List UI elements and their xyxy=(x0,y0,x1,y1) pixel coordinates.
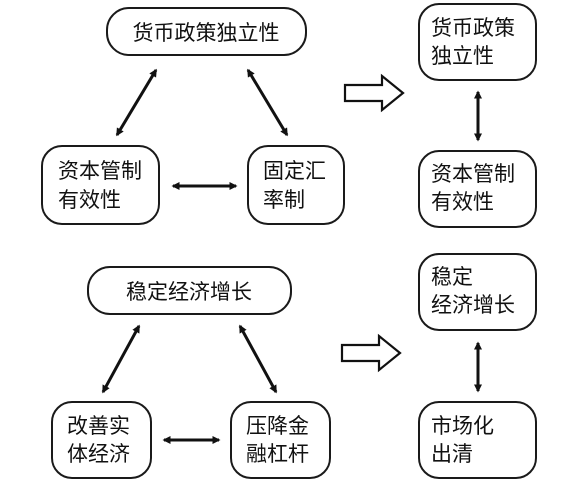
monetary-independence-label: 货币政策独立性 xyxy=(133,21,280,45)
bottom-right-pair: 稳定 经济增长 市场化 出清 xyxy=(418,253,537,479)
real-economy-label-line1: 改善实 xyxy=(67,414,130,438)
stable-growth-right-line2: 经济增长 xyxy=(431,293,515,317)
fixed-exchange-rate-label-line1: 固定汇 xyxy=(263,159,326,183)
top-right-pair: 货币政策 独立性 资本管制 有效性 xyxy=(418,3,537,228)
stable-growth-box xyxy=(87,266,292,315)
arrow-growth-deleverage xyxy=(238,324,278,394)
real-economy-label-line2: 体经济 xyxy=(67,442,130,466)
capital-control-right-line2: 有效性 xyxy=(431,190,494,214)
arrow-monetary-fixed-rate xyxy=(246,68,289,137)
stable-growth-label: 稳定经济增长 xyxy=(126,280,252,304)
market-clearing-label-line2: 出清 xyxy=(431,442,473,466)
transition-arrow-bottom xyxy=(340,333,402,373)
market-clearing-box xyxy=(418,401,537,479)
stable-growth-right-line1: 稳定 xyxy=(431,265,473,289)
capital-control-right-line1: 资本管制 xyxy=(431,162,515,186)
arrow-growth-real-economy xyxy=(101,324,141,394)
monetary-independence-box-right xyxy=(418,3,537,81)
capital-control-box-right xyxy=(418,150,537,228)
deleverage-box xyxy=(230,401,331,479)
monetary-independence-right-line1: 货币政策 xyxy=(431,16,515,40)
deleverage-label-line2: 融杠杆 xyxy=(246,442,309,466)
capital-control-box xyxy=(41,145,160,225)
monetary-independence-right-line2: 独立性 xyxy=(431,44,494,68)
capital-control-label-line2: 有效性 xyxy=(58,188,121,212)
monetary-independence-box xyxy=(106,7,307,56)
bottom-left-triangle: 稳定经济增长 改善实 体经济 压降金 融杠杆 xyxy=(51,266,331,479)
fixed-exchange-rate-box xyxy=(247,145,345,225)
arrow-monetary-capital xyxy=(115,68,158,137)
market-clearing-label-line1: 市场化 xyxy=(431,414,494,438)
fixed-exchange-rate-label-line2: 率制 xyxy=(263,188,305,212)
real-economy-box xyxy=(51,401,152,479)
stable-growth-box-right xyxy=(418,253,537,331)
deleverage-label-line1: 压降金 xyxy=(246,414,309,438)
top-left-triangle: 货币政策独立性 资本管制 有效性 固定汇 率制 xyxy=(41,7,345,225)
transition-arrow-top xyxy=(343,73,405,113)
capital-control-label-line1: 资本管制 xyxy=(58,159,142,183)
